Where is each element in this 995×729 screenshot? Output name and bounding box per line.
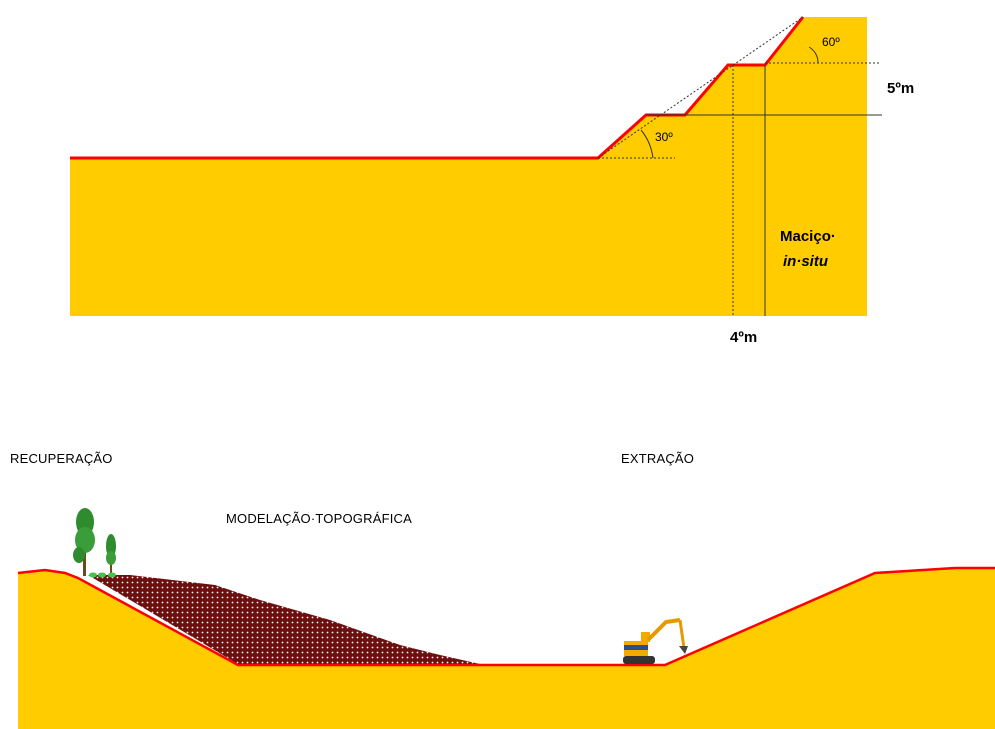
- angle-label-30: 30º: [655, 130, 673, 144]
- tree-icon: [73, 508, 95, 576]
- ground-fill: [18, 568, 995, 729]
- grass-icon: [89, 572, 116, 578]
- topographic-modeling-label: MODELAÇÃO·TOPOGRÁFICA: [226, 511, 412, 526]
- ground-profile-line: [17, 566, 995, 667]
- rock-mass-fill: [70, 17, 867, 316]
- excavator-icon: [623, 618, 688, 664]
- recovery-label: RECUPERAÇÃO: [10, 451, 113, 466]
- extraction-label: EXTRAÇÃO: [621, 451, 694, 466]
- bench-height-label: 5ºm: [887, 80, 914, 97]
- bench-width-label: 4ºm: [730, 329, 757, 346]
- backfill-material: [88, 575, 480, 664]
- in-situ-label: in·situ: [783, 253, 828, 270]
- quarry-profile-section: RECUPERAÇÃO EXTRAÇÃO MODELAÇÃO·TOPOGRÁFI…: [10, 451, 995, 729]
- angle-arc-60: [808, 46, 819, 64]
- rock-mass-label: Maciço·: [780, 228, 836, 245]
- bench-slope-section: 60º 30º 5ºm 4ºm Maciço· in·situ: [70, 16, 914, 346]
- angle-label-60: 60º: [822, 35, 840, 49]
- tree-icon: [106, 534, 116, 574]
- overall-slope-line: [597, 16, 804, 159]
- angle-arc-30: [640, 129, 654, 159]
